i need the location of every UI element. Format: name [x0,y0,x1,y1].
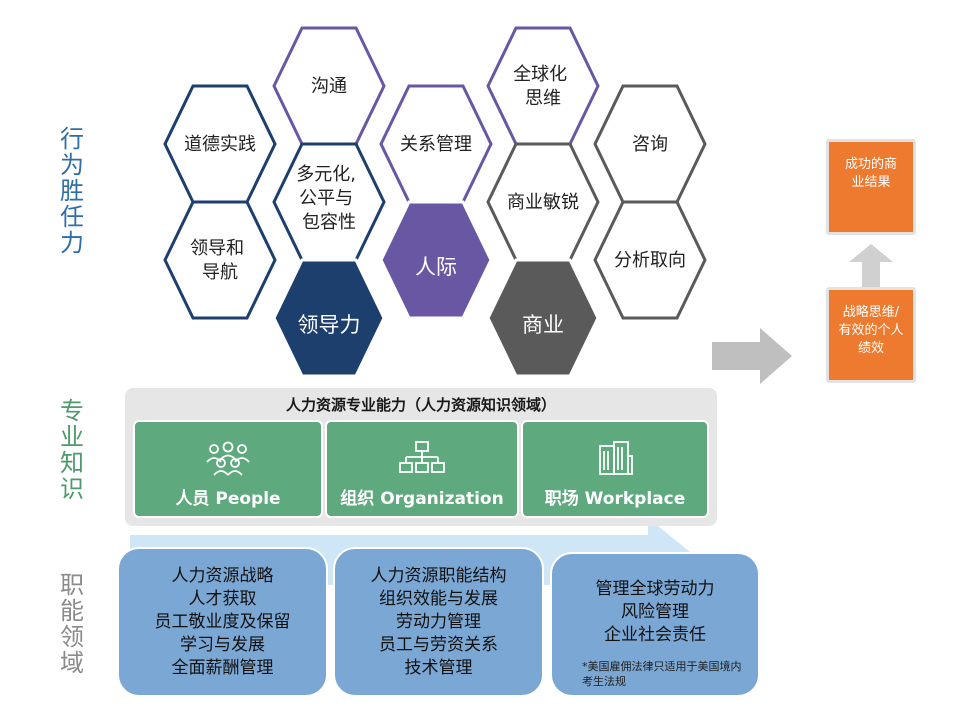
card-people: 人员 People [133,420,323,518]
card-workplace: 职场 Workplace [521,420,709,518]
functional-areas-label: 职能领域 [58,572,86,676]
hex-leadership-navigation: 领导和 导航 [163,200,277,320]
behavioral-competency-label: 行为胜任力 [58,126,86,256]
professional-knowledge-label: 专业知识 [58,398,86,502]
hex-analytical-aptitude: 分析取向 [593,200,707,320]
functional-item: 人力资源战略 [171,566,274,586]
hex-communication-text: 沟通 [311,76,347,97]
hex-relationship-management: 关系管理 [379,84,493,204]
functional-item: 技术管理 [404,658,473,678]
hex-business-acumen-text: 商业敏锐 [507,192,579,213]
hex-ethical-practice: 道德实践 [163,84,277,204]
functional-item: 劳动力管理 [396,612,481,632]
hex-interpersonal-text: 人际 [415,255,457,279]
functional-item: 员工与劳资关系 [379,635,498,655]
hex-global-mindset-text: 全球化 思维 [513,64,573,109]
card-workplace-label: 职场 Workplace [544,489,686,509]
behavioral-competency-text: 行为胜任力 [60,125,84,257]
business-outcome-box: 成功的商业结果 [826,139,916,235]
functional-item: 人力资源职能结构 [370,566,507,586]
functional-item: 组织效能与发展 [379,589,498,609]
performance-box: 战略思维/有效的个人绩效 [826,287,916,383]
hex-leadership-navigation-text: 领导和 导航 [190,238,250,283]
hex-consultation-text: 咨询 [632,134,668,155]
hex-leadership: 领导力 [272,258,386,378]
building-icon [523,440,707,480]
us-law-note: *美国雇佣法律只适用于美国境内考生法规 [582,660,742,688]
hex-business-text: 商业 [522,313,564,337]
hex-ethical-practice-text: 道德实践 [184,134,256,155]
up-arrow-icon [849,244,893,288]
functional-item: 员工敬业度及保留 [154,612,291,632]
hex-consultation: 咨询 [593,84,707,204]
functional-box-3: 管理全球劳动力 风险管理 企业社会责任 *美国雇佣法律只适用于美国境内考生法规 [550,552,760,697]
org-chart-icon [327,440,517,480]
right-arrow-icon [712,328,792,384]
functional-box-1: 人力资源战略 人才获取 员工敬业度及保留 学习与发展 全面薪酬管理 [117,547,328,697]
functional-item: 企业社会责任 [604,625,706,645]
functional-item: 学习与发展 [180,635,265,655]
performance-text: 战略思维/有效的个人绩效 [838,305,904,356]
card-organization-label: 组织 Organization [340,489,504,509]
card-people-label: 人员 People [175,489,281,509]
people-icon [135,440,321,480]
functional-item: 人才获取 [188,589,257,609]
hex-dei-text: 多元化, 公平与 包容性 [296,164,361,233]
hex-relationship-management-text: 关系管理 [400,134,472,155]
functional-item: 风险管理 [621,602,689,622]
functional-item: 全面薪酬管理 [171,658,274,678]
functional-item: 管理全球劳动力 [595,579,715,599]
functional-box-2: 人力资源职能结构 组织效能与发展 劳动力管理 员工与劳资关系 技术管理 [333,547,544,697]
hex-dei: 多元化, 公平与 包容性 [272,142,386,262]
hex-analytical-aptitude-text: 分析取向 [614,250,686,271]
hex-communication: 沟通 [272,26,386,146]
hex-leadership-text: 领导力 [298,313,361,337]
hex-business-acumen: 商业敏锐 [486,142,600,262]
professional-knowledge-text: 专业知识 [60,397,84,503]
hex-global-mindset: 全球化 思维 [486,26,600,146]
business-outcome-text: 成功的商业结果 [844,157,897,190]
card-organization: 组织 Organization [325,420,519,518]
functional-areas-text: 职能领域 [60,571,84,677]
knowledge-panel-title: 人力资源专业能力（人力资源知识领域） [285,396,556,414]
hex-interpersonal: 人际 [379,200,493,320]
hex-business: 商业 [486,258,600,378]
